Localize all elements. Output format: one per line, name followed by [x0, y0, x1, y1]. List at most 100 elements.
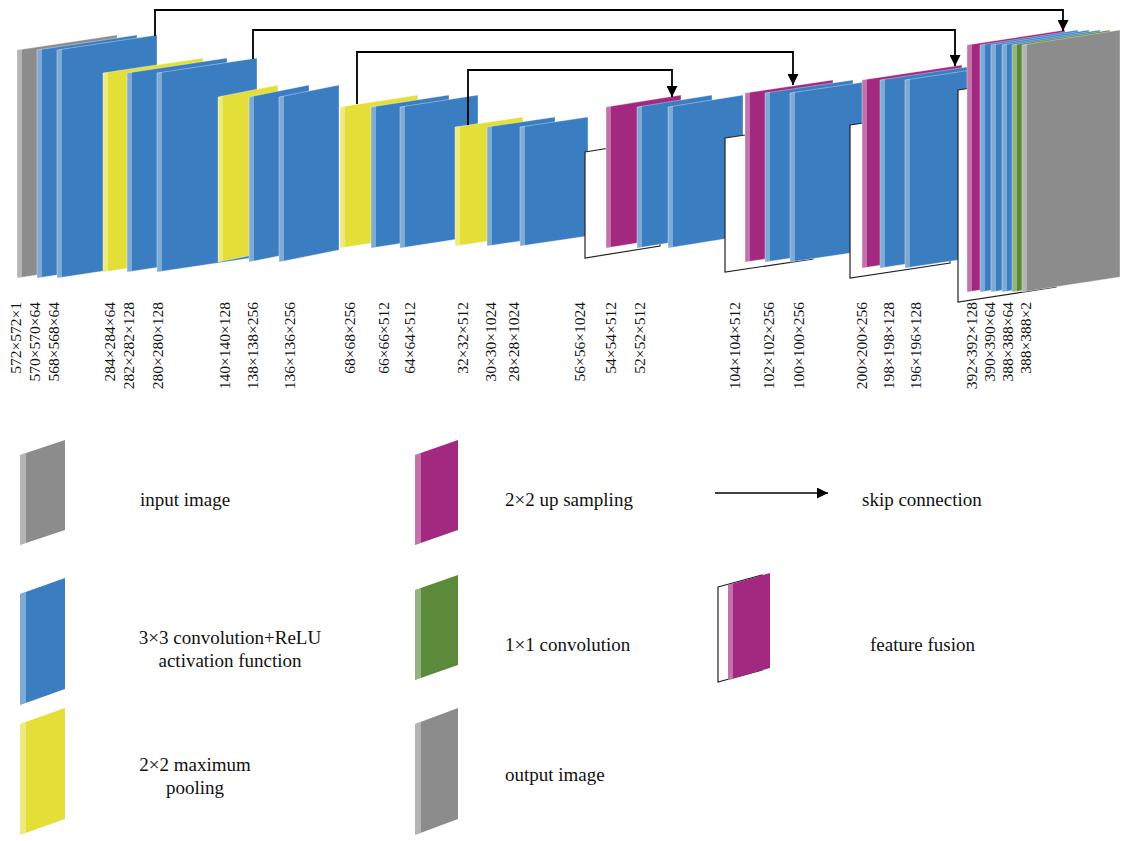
legend-swatch: [415, 708, 458, 835]
slab-edge: [1022, 44, 1027, 292]
dimension-label: 280×280×128: [150, 302, 166, 389]
slab-edge: [862, 79, 867, 268]
legend-swatch: [415, 440, 458, 545]
legend-text: skip connection: [862, 489, 982, 512]
legend-sample: [415, 440, 458, 545]
skip-connection-arrow: [253, 30, 955, 66]
legend-sample: [415, 575, 458, 680]
dimension-label: 54×54×512: [603, 302, 619, 374]
skip-connection-arrow: [468, 70, 672, 125]
slab-edge: [103, 72, 108, 272]
legend-text: 2×2 up sampling: [505, 489, 633, 512]
dimension-label: 388×388×64: [1000, 302, 1016, 381]
dimension-label: 104×104×512: [727, 302, 743, 389]
dimension-label: 56×56×1024: [572, 302, 588, 381]
dimension-label: 64×64×512: [402, 302, 418, 374]
dimension-label: 28×28×1024: [506, 302, 522, 381]
slab-edge: [980, 44, 985, 292]
slab-edge: [765, 92, 770, 262]
dimension-label: 52×52×512: [632, 302, 648, 374]
slab-edge: [455, 126, 460, 246]
legend-swatch: [415, 575, 458, 680]
slab-edge: [1012, 44, 1017, 292]
slab-edge: [157, 72, 162, 272]
slab-edge: [17, 49, 22, 278]
legend-text: input image: [140, 489, 230, 512]
slab-edge: [487, 126, 492, 246]
dimension-label: 390×390×64: [982, 302, 998, 381]
dimension-label: 392×392×128: [964, 302, 980, 389]
legend-sample: [20, 578, 65, 705]
dimension-label: 138×138×256: [245, 302, 261, 389]
swatch-edge: [415, 453, 421, 545]
layer-slab: [279, 85, 339, 262]
legend-sample: [415, 708, 458, 835]
dimension-label: 196×196×128: [908, 302, 924, 389]
slab-face: [520, 117, 588, 246]
slab-edge: [520, 126, 525, 246]
swatch-edge: [415, 588, 421, 680]
slab-edge: [400, 106, 405, 248]
slab-edge: [637, 106, 642, 248]
slab-edge: [790, 92, 795, 262]
dimension-label: 388×388×2: [1018, 302, 1034, 374]
skip-arrows: [155, 10, 1063, 125]
dimension-label: 568×568×64: [46, 302, 62, 381]
layer-slab: [520, 117, 588, 246]
slab-edge: [279, 96, 284, 262]
dimension-label: 32×32×512: [455, 302, 471, 374]
slab-edge: [57, 49, 62, 278]
swatch-edge: [20, 453, 26, 545]
legend-arrow-sample: [715, 492, 828, 494]
dimension-label: 570×570×64: [27, 302, 43, 381]
slab-edge: [991, 44, 996, 292]
dimension-label: 284×284×64: [102, 302, 118, 381]
legend-fusion-magenta: [728, 573, 770, 680]
swatch-edge: [20, 592, 26, 705]
legend-sample: [20, 708, 65, 835]
legend-sample: [20, 440, 65, 545]
slab-edge: [606, 106, 611, 248]
layer-slabs: [17, 30, 1120, 302]
legend-text: 2×2 maximum pooling: [125, 754, 265, 800]
slab-edge: [668, 106, 673, 248]
slab-edge: [249, 96, 254, 262]
swatch-edge: [20, 722, 26, 835]
slab-edge: [967, 44, 972, 292]
legend-swatch: [20, 440, 65, 545]
legend-text: 1×1 convolution: [505, 634, 630, 657]
dimension-label: 140×140×128: [217, 302, 233, 389]
slab-edge: [905, 79, 910, 268]
dimension-label: 136×136×256: [282, 302, 298, 389]
slab-edge: [37, 49, 42, 278]
dimension-label: 572×572×1: [8, 302, 24, 374]
slab-edge: [371, 106, 376, 248]
dimension-label: 66×66×512: [376, 302, 392, 374]
swatch-edge: [415, 722, 421, 835]
dimension-label: 198×198×128: [881, 302, 897, 389]
slab-edge: [880, 79, 885, 268]
slab-edge: [127, 72, 132, 272]
slab-face: [1022, 30, 1120, 292]
layer-slab: [1022, 30, 1120, 292]
slab-edge: [218, 96, 223, 262]
legend-swatch: [20, 578, 65, 705]
slab-edge: [340, 106, 345, 248]
slab-edge: [1002, 44, 1007, 292]
dimension-label: 30×30×1024: [483, 302, 499, 381]
skip-connection-arrow: [155, 10, 1063, 36]
dimension-label: 282×282×128: [121, 302, 137, 389]
legend-swatch: [20, 708, 65, 835]
skip-connection-arrow: [357, 52, 793, 104]
dimension-label: 102×102×256: [761, 302, 777, 389]
dimension-label: 200×200×256: [854, 302, 870, 389]
slab-face: [279, 85, 339, 262]
dimension-label: 68×68×256: [342, 302, 358, 374]
legend-text: feature fusion: [870, 634, 975, 657]
legend-swatches: [20, 440, 458, 835]
legend-text: 3×3 convolution+ReLU activation function: [120, 627, 340, 673]
legend-text: output image: [505, 764, 605, 787]
dimension-label: 100×100×256: [791, 302, 807, 389]
